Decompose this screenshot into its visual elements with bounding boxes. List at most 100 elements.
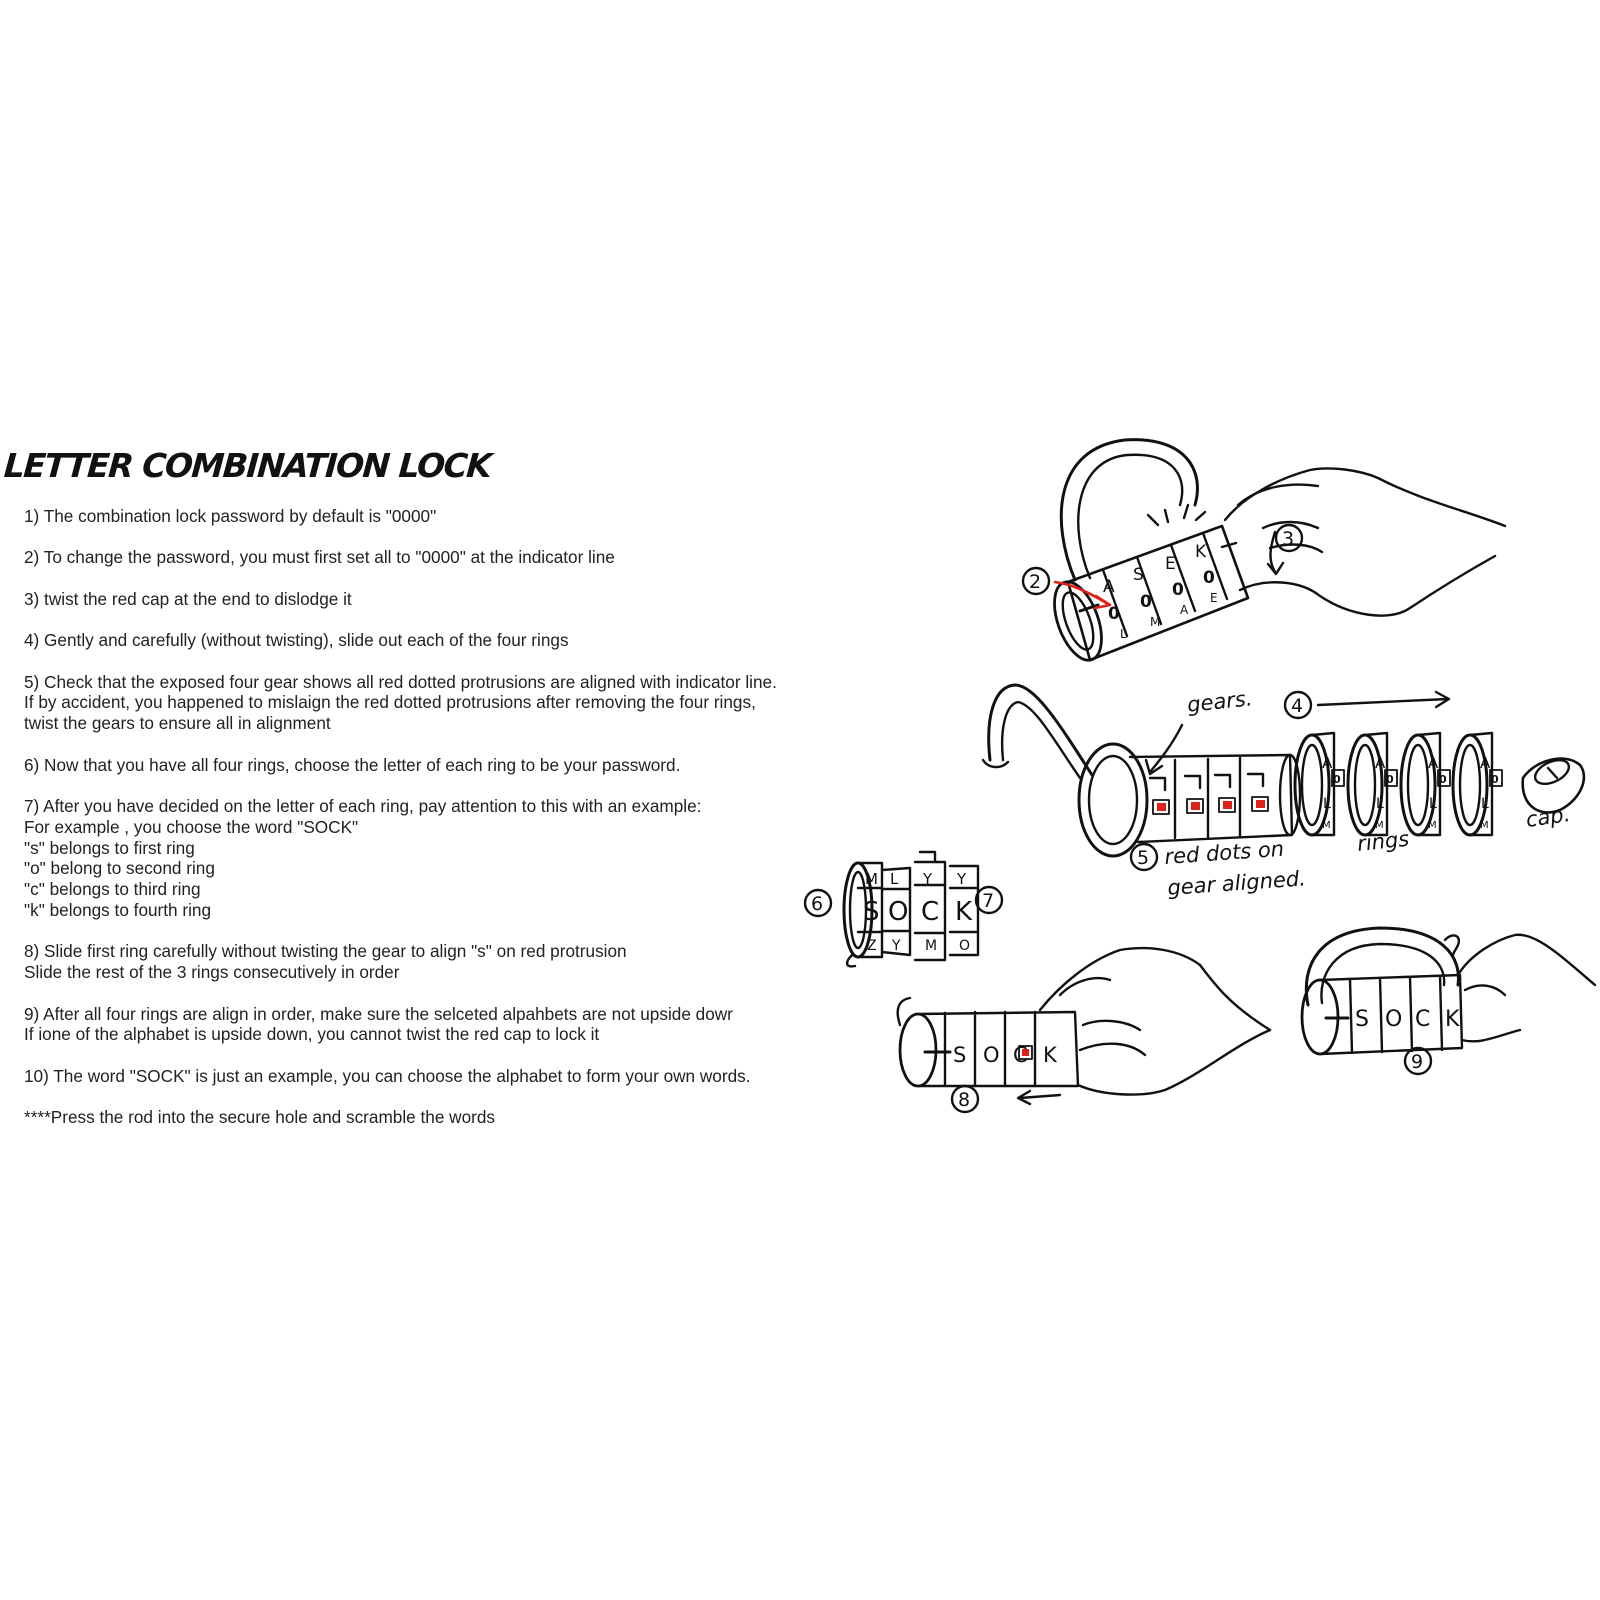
ring-digit: 0 <box>1333 773 1341 786</box>
instruction-step: ****Press the rod into the secure hole a… <box>24 1107 854 1128</box>
lock-disassembled-step4 <box>981 683 1302 858</box>
ring-letter: A <box>1428 754 1439 772</box>
combo-top: Y <box>922 870 933 888</box>
lock1-lower: E <box>1210 591 1218 605</box>
ring-lower: L <box>1481 796 1489 812</box>
instruction-list: 1) The combination lock password by defa… <box>24 506 854 1148</box>
ring-letter: A <box>1375 754 1386 772</box>
ring-bottom: M <box>1428 820 1437 831</box>
red-dot-protrusions <box>1157 800 1265 811</box>
instruction-line: "s" belongs to first ring <box>24 837 195 858</box>
lock-assembled-step2: A S E K 0 0 0 0 L M A E <box>1053 438 1250 662</box>
ring-letter: A <box>1480 754 1491 772</box>
svg-text:2: 2 <box>1029 571 1041 593</box>
slide-arrow <box>1316 697 1450 707</box>
label-gear-aligned: gear aligned. <box>1167 866 1307 900</box>
instruction-step: 4) Gently and carefully (without twistin… <box>24 630 854 651</box>
ring-digit: 0 <box>1386 773 1394 786</box>
instruction-step: 1) The combination lock password by defa… <box>24 506 854 527</box>
lock9-letter: O <box>1385 1007 1402 1032</box>
instruction-line: "k" belongs to fourth ring <box>24 899 212 920</box>
red-protrusion <box>1022 1049 1029 1056</box>
step-marker-5 <box>1129 842 1159 872</box>
instruction-line: If by accident, you happened to mislaign… <box>24 692 756 713</box>
ring-digit: 0 <box>1439 773 1447 786</box>
combo-bottom: Z <box>867 938 877 954</box>
instruction-step: 6) Now that you have all four rings, cho… <box>24 755 854 776</box>
svg-text:9: 9 <box>1411 1051 1423 1073</box>
lock1-letter: S <box>1133 565 1144 585</box>
lock1-letter: A <box>1103 577 1115 597</box>
ring-lower: L <box>1429 796 1437 812</box>
lock8-letter: C <box>1013 1043 1028 1067</box>
instruction-line: 10) The word "SOCK" is just an example, … <box>24 1065 751 1086</box>
instruction-step: 3) twist the red cap at the end to dislo… <box>24 589 854 610</box>
combo-top: L <box>890 870 899 888</box>
ring-digit: 0 <box>1491 773 1499 786</box>
instruction-line: 9) After all four rings are align in ord… <box>24 1003 733 1024</box>
lock1-lower: A <box>1180 603 1189 617</box>
lock8-letter: K <box>1043 1043 1058 1067</box>
lock1-digit: 0 <box>1140 592 1152 612</box>
lock1-digit: 0 <box>1172 580 1184 600</box>
step-marker-2 <box>1021 566 1051 596</box>
cap <box>1521 757 1586 814</box>
step-marker-8 <box>950 1084 980 1114</box>
ring-lower: L <box>1376 796 1384 812</box>
instruction-line: ****Press the rod into the secure hole a… <box>24 1107 496 1128</box>
lock1-digit: 0 <box>1108 604 1120 624</box>
instruction-line: 2) To change the password, you must firs… <box>24 547 615 568</box>
svg-text:6: 6 <box>811 893 823 915</box>
label-rings: rings <box>1356 827 1410 856</box>
combo-main: S <box>863 897 880 927</box>
svg-text:7: 7 <box>982 890 994 912</box>
ring-bottom: M <box>1480 820 1489 831</box>
instruction-line: twist the gears to ensure all in alignme… <box>24 713 331 734</box>
lock1-lower: L <box>1120 627 1127 641</box>
instruction-step: 8) Slide first ring carefully without tw… <box>24 941 854 983</box>
lock1-letter: E <box>1165 554 1176 574</box>
step-marker-4 <box>1283 690 1313 720</box>
ring-lower: L <box>1323 796 1331 812</box>
hand-twisting-cap <box>1223 467 1507 617</box>
instruction-step: 10) The word "SOCK" is just an example, … <box>24 1066 854 1087</box>
label-cap: cap. <box>1524 802 1571 832</box>
instruction-line: 8) Slide first ring carefully without tw… <box>24 941 627 962</box>
instruction-step: 9) After all four rings are align in ord… <box>24 1004 854 1046</box>
combo-bottom: Y <box>891 938 901 954</box>
svg-text:3: 3 <box>1282 528 1294 550</box>
instruction-line: 3) twist the red cap at the end to dislo… <box>24 588 352 609</box>
instruction-step: 7) After you have decided on the letter … <box>24 796 854 921</box>
lock9-letter: K <box>1445 1007 1460 1032</box>
label-gears: gears. <box>1186 686 1254 717</box>
svg-text:8: 8 <box>958 1089 970 1111</box>
combo-bottom: M <box>925 938 937 954</box>
instruction-line: "c" belongs to third ring <box>24 879 201 900</box>
step-marker-6 <box>803 888 833 918</box>
lock8-letter: S <box>953 1043 966 1067</box>
instruction-line: "o" belong to second ring <box>24 858 215 879</box>
ring-bottom: M <box>1322 820 1331 831</box>
instruction-line: If ione of the alphabet is upside down, … <box>24 1024 600 1045</box>
combo-top: Y <box>956 870 967 888</box>
ring-bottom: M <box>1375 820 1384 831</box>
lock1-letter: K <box>1195 542 1207 562</box>
step-marker-3 <box>1274 523 1304 553</box>
ring-letter: A <box>1322 754 1333 772</box>
lock1-digit: 0 <box>1203 568 1215 588</box>
instruction-line: For example , you choose the word "SOCK" <box>24 816 359 837</box>
step-marker-7 <box>974 885 1004 915</box>
combo-main: C <box>921 897 939 927</box>
combo-top: M <box>865 870 878 888</box>
combo-main: K <box>955 897 973 927</box>
lock8-letter: O <box>983 1043 1000 1067</box>
